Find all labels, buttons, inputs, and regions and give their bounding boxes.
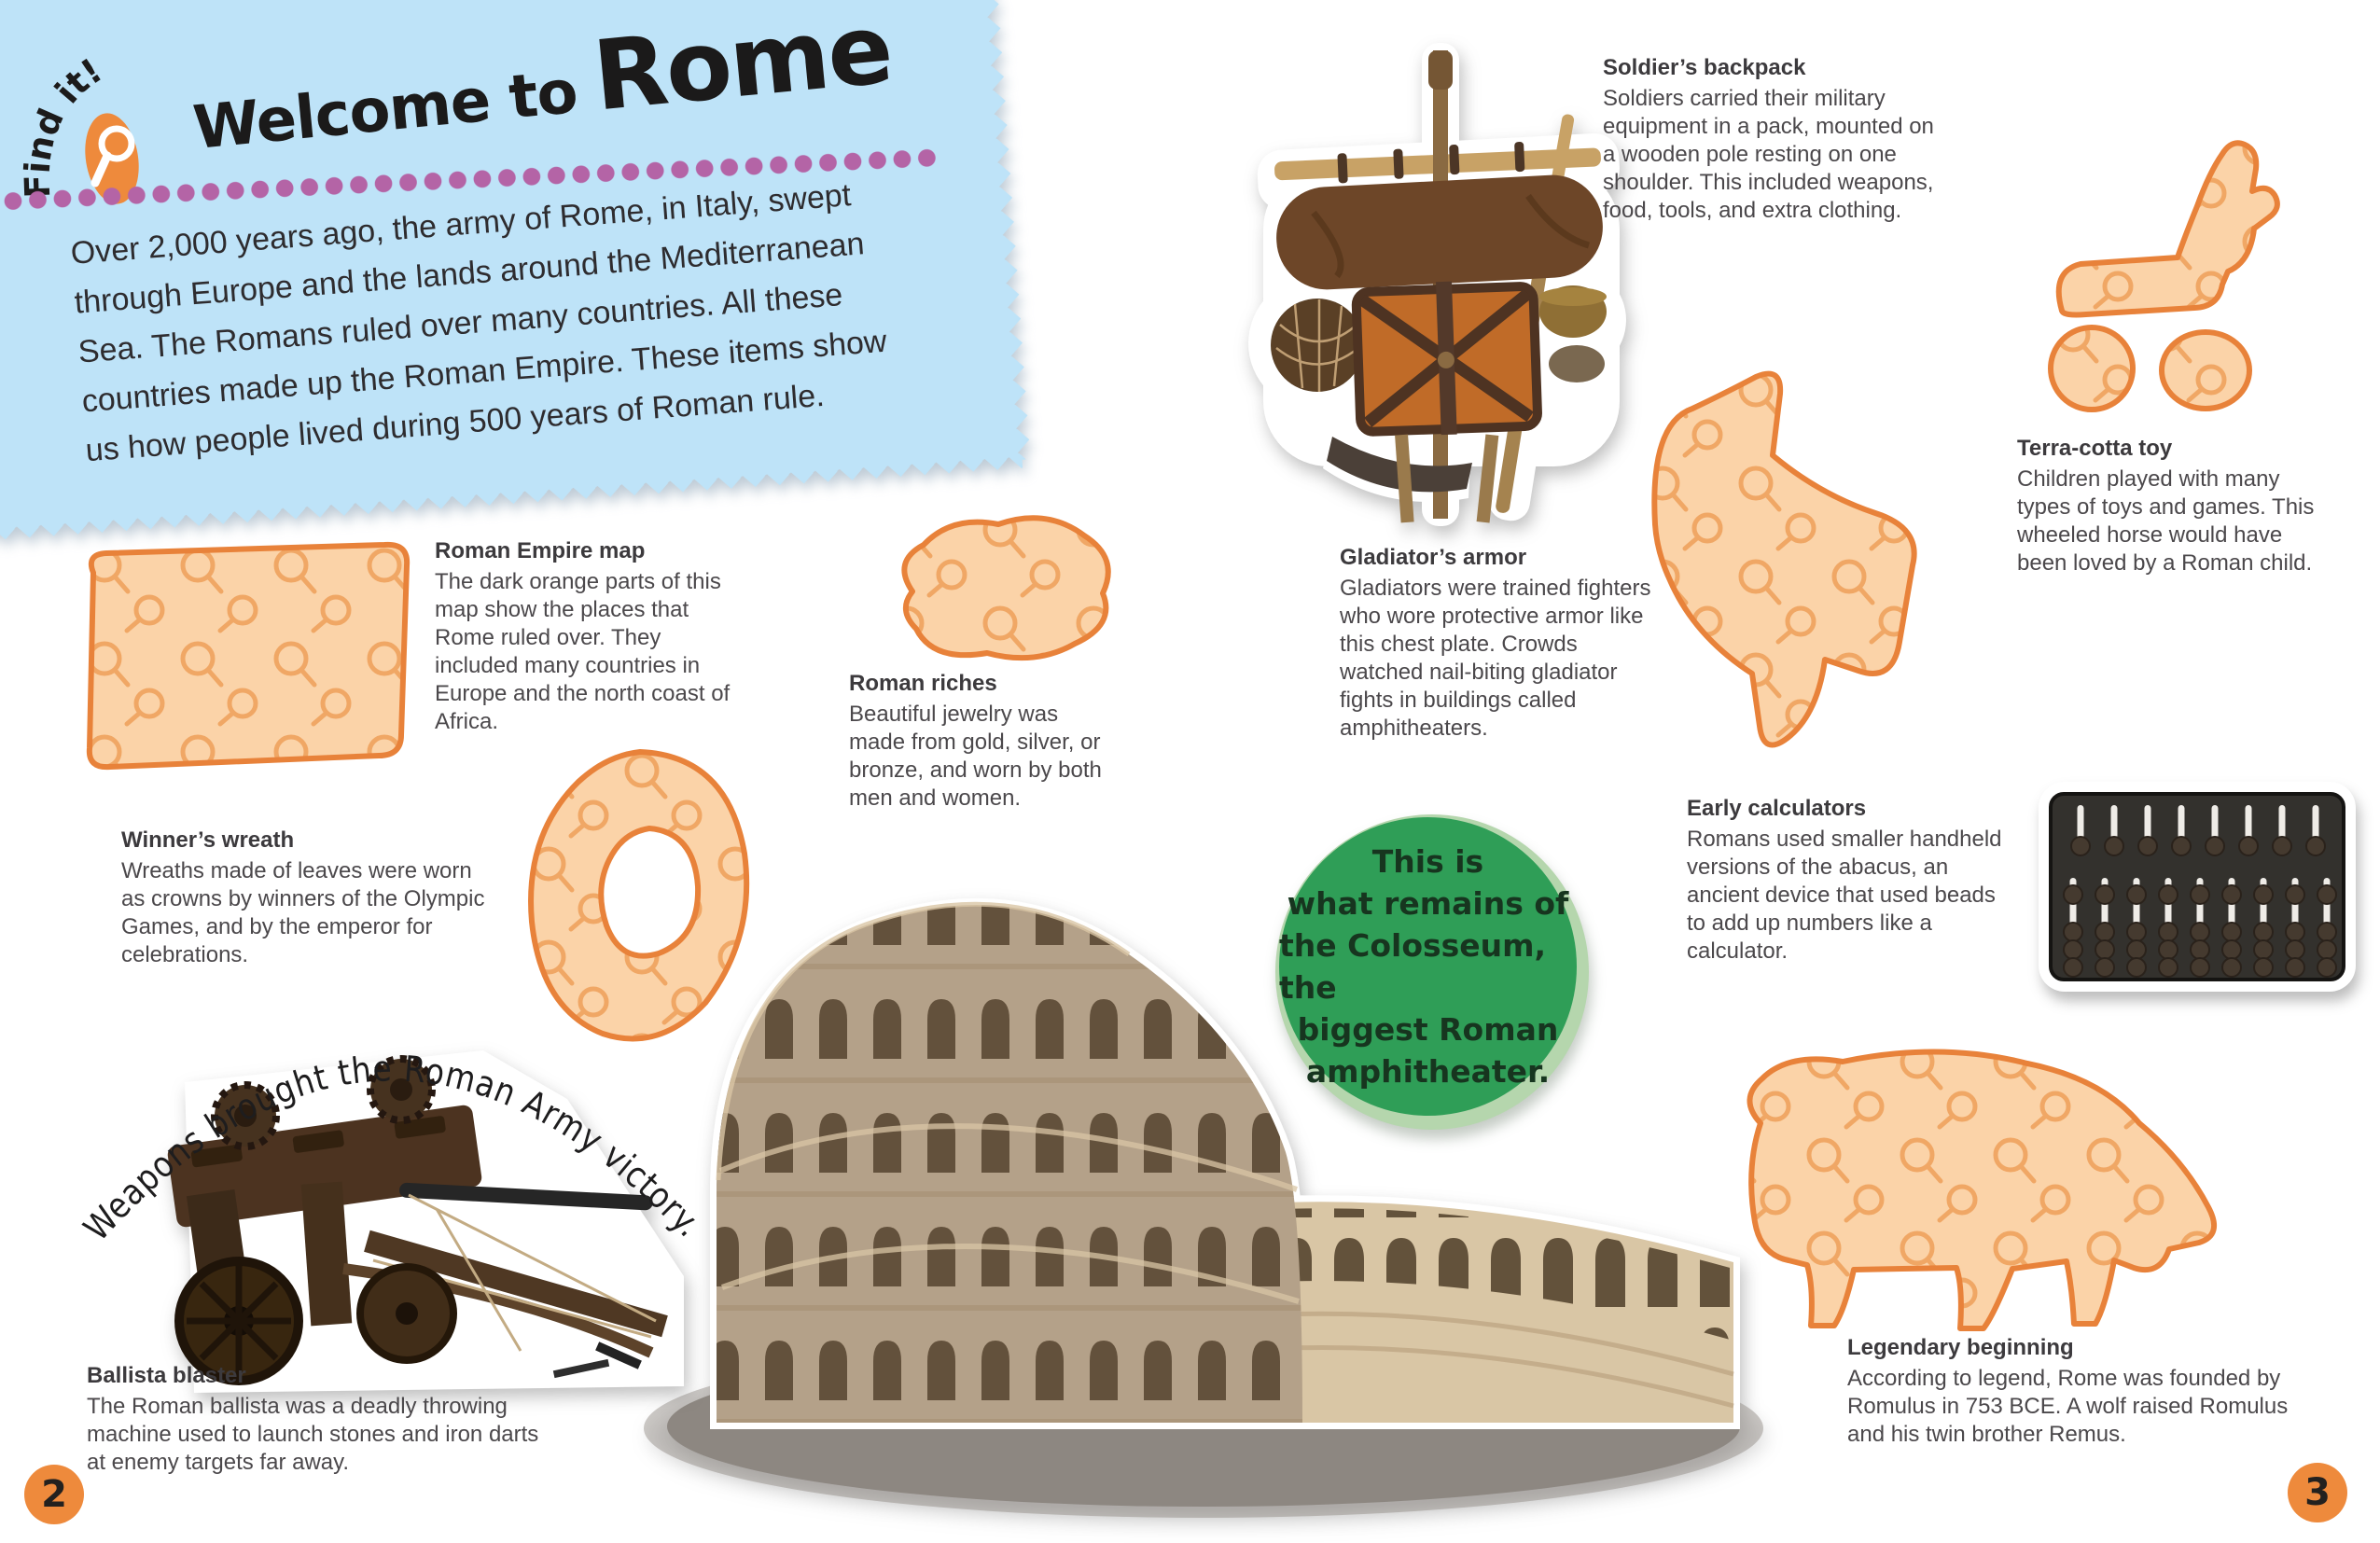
silhouette-winners-wreath (521, 746, 759, 1054)
silhouette-wolf (1703, 1037, 2234, 1331)
caption-body: Wreaths made of leaves were worn as crow… (121, 858, 485, 967)
silhouette-roman-empire-map (77, 541, 417, 772)
caption-terra-cotta-toy: Terra-cotta toy Children played with man… (2017, 435, 2325, 577)
abacus-frame (2049, 792, 2345, 981)
silhouette-horse-toy (2045, 124, 2280, 413)
caption-legendary-beginning: Legendary beginning According to legend,… (1847, 1334, 2323, 1449)
caption-roman-empire-map: Roman Empire map The dark orange parts o… (435, 537, 738, 736)
caption-title: Gladiator’s armor (1340, 545, 1527, 570)
caption-body: According to legend, Rome was founded by… (1847, 1366, 2289, 1447)
caption-body: The dark orange parts of this map show t… (435, 569, 731, 734)
caption-title: Roman riches (849, 671, 997, 696)
svg-text:Weapons brought the Roman Army: Weapons brought the Roman Army victory. (76, 1048, 710, 1248)
callout-bubble: This is what remains of the Colosseum, t… (1275, 814, 1589, 1130)
callout-line: the Colosseum, the (1279, 927, 1547, 1006)
magnifier-icon (85, 113, 139, 204)
photo-abacus (2039, 782, 2356, 992)
page-number-value: 2 (41, 1473, 67, 1516)
callout-line: amphitheater. (1305, 1053, 1551, 1090)
caption-title: Roman Empire map (435, 538, 646, 563)
caption-body: Gladiators were trained fighters who wor… (1340, 576, 1651, 741)
silhouette-gladiator-armor (1635, 366, 1942, 748)
caption-body: The Roman ballista was a deadly throwing… (87, 1394, 539, 1475)
caption-body: Children played with many types of toys … (2017, 466, 2315, 576)
caption-title: Ballista blaster (87, 1363, 246, 1388)
photo-soldiers-backpack (1248, 35, 1626, 535)
caption-body: Romans used smaller handheld versions of… (1687, 827, 2002, 964)
caption-winners-wreath: Winner’s wreath Wreaths made of leaves w… (121, 827, 490, 969)
photo-colosseum (644, 863, 1763, 1525)
caption-title: Soldier’s backpack (1603, 55, 1806, 80)
page-number-right: 3 (2288, 1463, 2347, 1522)
silhouette-roman-riches (879, 506, 1126, 672)
caption-roman-riches: Roman riches Beautiful jewelry was made … (849, 670, 1120, 813)
callout-text: This is what remains of the Colosseum, t… (1279, 817, 1577, 1116)
caption-early-calculators: Early calculators Romans used smaller ha… (1687, 795, 2004, 966)
page-number-left: 2 (24, 1465, 84, 1524)
caption-body: Beautiful jewelry was made from gold, si… (849, 702, 1102, 811)
page-number-value: 3 (2304, 1471, 2331, 1514)
caption-soldiers-backpack: Soldier’s backpack Soldiers carried thei… (1603, 54, 1939, 225)
callout-line: This is (1371, 843, 1484, 880)
caption-title: Early calculators (1687, 796, 1867, 821)
caption-title: Terra-cotta toy (2017, 436, 2173, 461)
arc-caption: Weapons brought the Roman Army victory. (76, 966, 723, 1273)
arc-caption-text: Weapons brought the Roman Army victory. (76, 1048, 709, 1248)
callout-line: what remains of (1287, 885, 1569, 922)
caption-title: Legendary beginning (1847, 1335, 2074, 1360)
caption-gladiators-armor: Gladiator’s armor Gladiators were traine… (1340, 544, 1666, 743)
caption-body: Soldiers carried their military equipmen… (1603, 86, 1934, 223)
caption-ballista-blaster: Ballista blaster The Roman ballista was … (87, 1362, 563, 1477)
find-it-badge: Find it! (17, 24, 256, 248)
caption-title: Winner’s wreath (121, 827, 295, 853)
photo-ballista (129, 1043, 689, 1402)
callout-line: biggest Roman (1297, 1011, 1559, 1048)
